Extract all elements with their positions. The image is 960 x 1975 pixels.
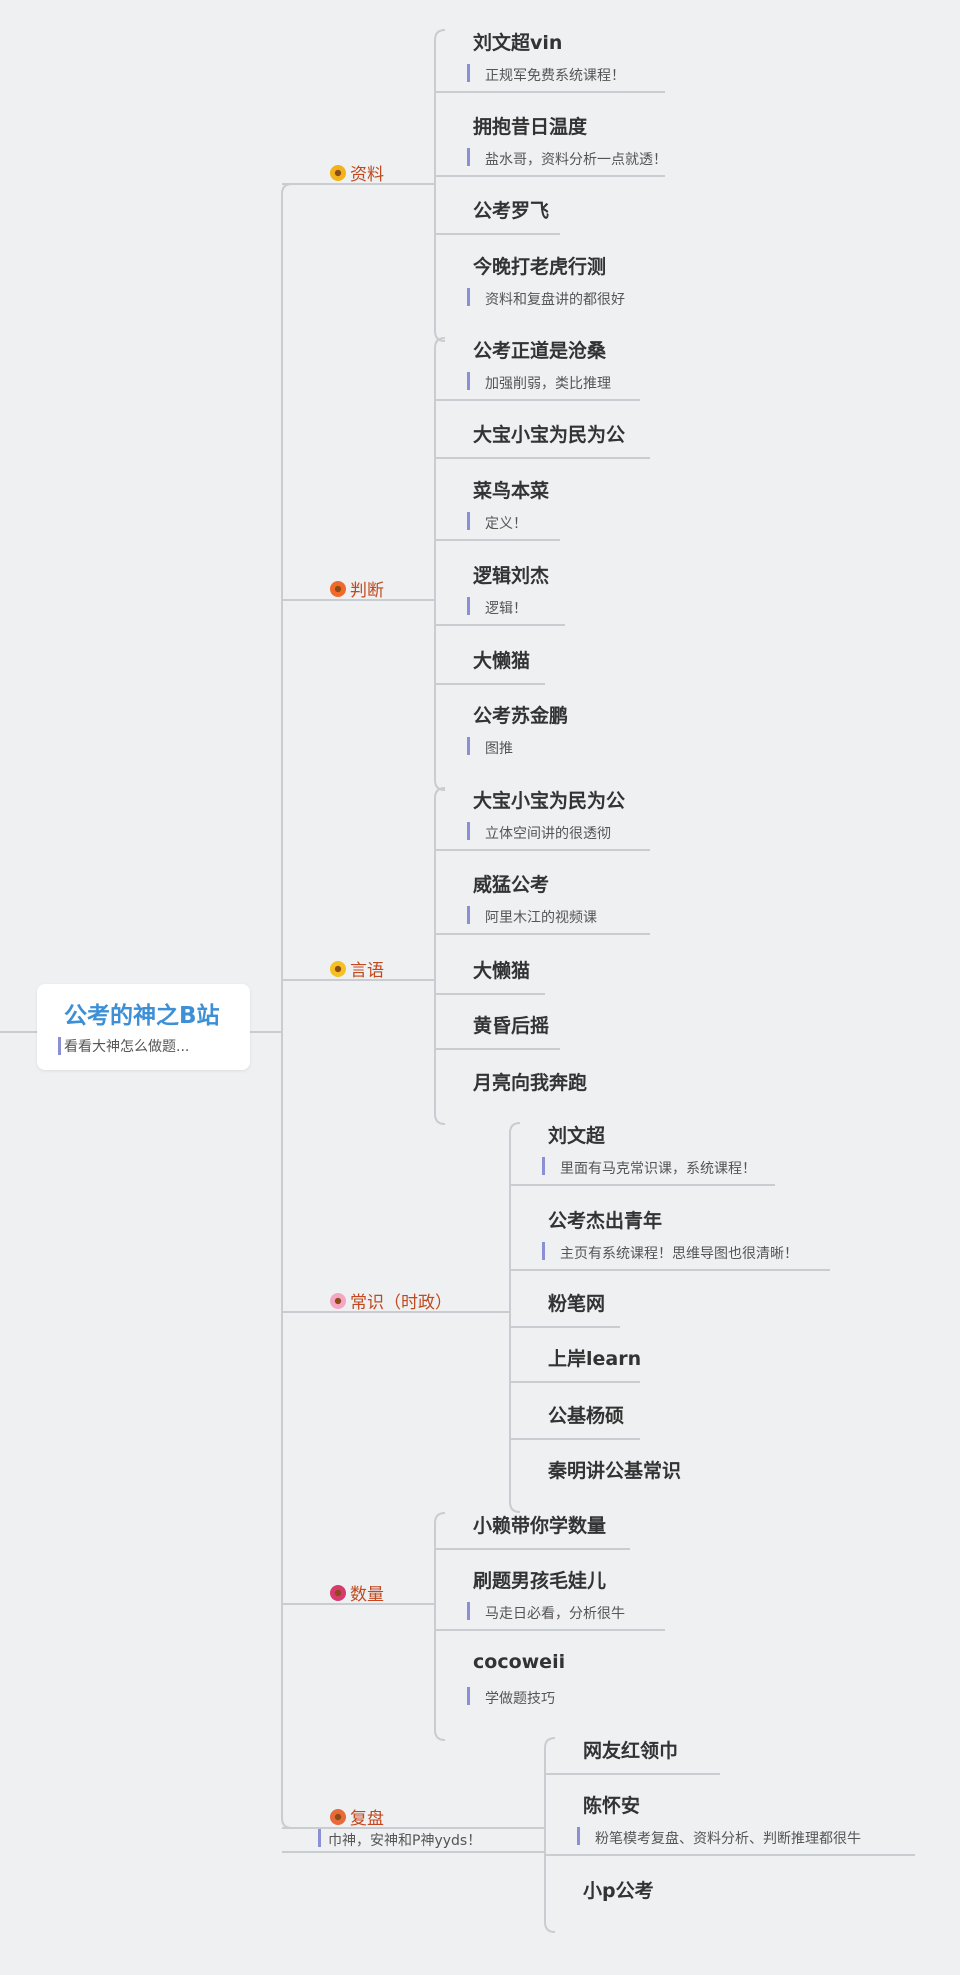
leaf-note-bar [542, 1157, 545, 1175]
branch-trunk-line [434, 29, 446, 342]
category-2[interactable]: 言语 [330, 956, 384, 981]
leaf-note-bar [542, 1242, 545, 1260]
category-label: 资料 [350, 165, 384, 185]
leaf-item[interactable]: 威猛公考 [473, 874, 550, 896]
branch-trunk-line [509, 1122, 521, 1513]
leaf-note: 图推 [485, 741, 513, 757]
leaf-item[interactable]: 网友红领巾 [583, 1740, 679, 1762]
leaf-note: 阿里木江的视频课 [485, 910, 597, 926]
leaf-item[interactable]: 大懒猫 [473, 960, 531, 982]
category-1[interactable]: 判断 [330, 576, 384, 601]
leaf-item[interactable]: 大宝小宝为民为公 [473, 790, 626, 812]
sunflower-icon [330, 164, 346, 181]
leaf-item[interactable]: 陈怀安 [583, 1795, 641, 1817]
leaf-item[interactable]: 黄昏后摇 [473, 1015, 550, 1037]
category-3[interactable]: 常识（时政） [330, 1288, 452, 1313]
leaf-item[interactable]: 公考罗飞 [473, 200, 550, 222]
category-label: 常识（时政） [350, 1293, 452, 1313]
leaf-note: 马走日必看，分析很牛 [485, 1606, 625, 1622]
leaf-note-bar [467, 64, 470, 82]
category-label: 复盘 [350, 1809, 384, 1829]
leaf-item[interactable]: 公考苏金鹏 [473, 705, 569, 727]
leaf-item[interactable]: 大宝小宝为民为公 [473, 424, 626, 446]
leaf-item[interactable]: 大懒猫 [473, 650, 531, 672]
category-note: 巾神，安神和P神yyds！ [328, 1833, 482, 1849]
branch-trunk-line [434, 787, 446, 1125]
leaf-note: 加强削弱，类比推理 [485, 376, 611, 392]
leaf-item[interactable]: 秦明讲公基常识 [548, 1460, 682, 1482]
leaf-item[interactable]: 粉笔网 [548, 1293, 606, 1315]
category-label: 判断 [350, 581, 384, 601]
category-5[interactable]: 复盘 [330, 1804, 384, 1829]
leaf-note: 资料和复盘讲的都很好 [485, 292, 625, 308]
leaf-note: 主页有系统课程！思维导图也很清晰！ [560, 1246, 798, 1262]
leaf-note-bar [467, 288, 470, 306]
leaf-note-bar [467, 372, 470, 390]
main-trunk-line [281, 183, 293, 1829]
category-label: 数量 [350, 1585, 384, 1605]
leaf-item[interactable]: 小p公考 [583, 1880, 654, 1902]
category-4[interactable]: 数量 [330, 1580, 384, 1605]
leaf-item[interactable]: 公考杰出青年 [548, 1210, 663, 1232]
cherry-blossom-icon [330, 1292, 346, 1309]
leaf-note-bar [467, 906, 470, 924]
leaf-item[interactable]: 上岸learn [548, 1348, 642, 1370]
leaf-note-bar [467, 737, 470, 755]
leaf-note: 定义！ [485, 516, 527, 532]
leaf-note: 逻辑！ [485, 601, 527, 617]
sun-icon [330, 960, 346, 977]
leaf-note: 学做题技巧 [485, 1691, 555, 1707]
root-title: 公考的神之B站 [64, 1003, 220, 1029]
leaf-item[interactable]: 公基杨硕 [548, 1405, 625, 1427]
leaf-note-bar [577, 1827, 580, 1845]
hibiscus-icon [330, 1584, 346, 1601]
root-note-bar [58, 1037, 61, 1055]
leaf-note-bar [467, 148, 470, 166]
leaf-item[interactable]: 刷题男孩毛娃儿 [473, 1570, 607, 1592]
leaf-note: 立体空间讲的很透彻 [485, 826, 611, 842]
category-note-bar [318, 1829, 321, 1847]
branch-trunk-line [434, 1512, 446, 1741]
root-node[interactable] [37, 984, 250, 1070]
branch-trunk-line [434, 337, 446, 791]
category-label: 言语 [350, 961, 384, 981]
orange-flower-icon [330, 580, 346, 597]
branch-trunk-line [544, 1737, 556, 1933]
leaf-item[interactable]: 月亮向我奔跑 [473, 1072, 588, 1094]
leaf-note-bar [467, 1602, 470, 1620]
leaf-item[interactable]: 逻辑刘杰 [473, 565, 550, 587]
leaf-note: 正规军免费系统课程！ [485, 68, 625, 84]
leaf-item[interactable]: 刘文超 [548, 1125, 606, 1147]
leaf-item[interactable]: 小赖带你学数量 [473, 1515, 607, 1537]
leaf-item[interactable]: 公考正道是沧桑 [473, 340, 607, 362]
leaf-note-bar [467, 512, 470, 530]
leaf-item[interactable]: 刘文超vin [473, 32, 563, 54]
category-0[interactable]: 资料 [330, 160, 384, 185]
leaf-note: 粉笔模考复盘、资料分析、判断推理都很牛 [595, 1831, 861, 1847]
root-note: 看看大神怎么做题... [64, 1039, 190, 1055]
leaf-note: 盐水哥，资料分析一点就透！ [485, 152, 667, 168]
leaf-note: 里面有马克常识课，系统课程！ [560, 1161, 756, 1177]
leaf-note-bar [467, 1687, 470, 1705]
leaf-item[interactable]: 拥抱昔日温度 [473, 116, 588, 138]
leaf-note-bar [467, 597, 470, 615]
leaf-note-bar [467, 822, 470, 840]
leaf-item[interactable]: cocoweii [473, 1651, 566, 1673]
tulip-bouquet-icon [330, 1808, 346, 1825]
leaf-item[interactable]: 菜鸟本菜 [473, 480, 550, 502]
leaf-item[interactable]: 今晚打老虎行测 [473, 256, 607, 278]
